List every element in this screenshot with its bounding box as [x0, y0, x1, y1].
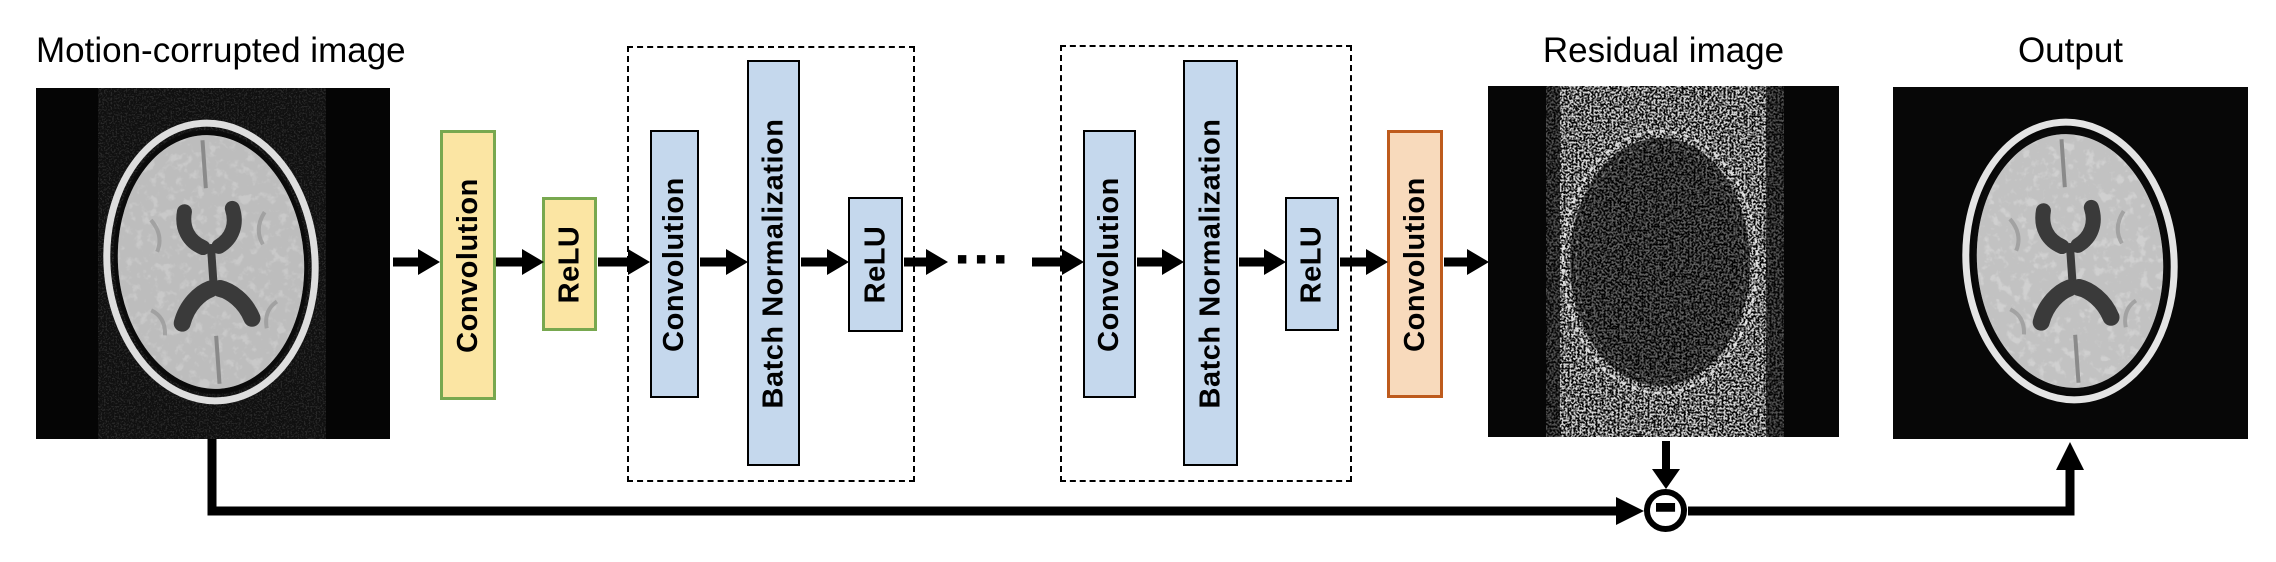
conv-block-n-label: Convolution [1093, 176, 1126, 352]
batchnorm-block-n-label: Batch Normalization [1194, 118, 1226, 408]
motion-brain-graphic [36, 88, 390, 439]
batchnorm-block-1-label: Batch Normalization [757, 118, 789, 408]
relu-block-n-label: ReLU [1295, 225, 1328, 303]
relu-block-first: ReLU [542, 197, 597, 331]
flow-arrow [393, 249, 440, 275]
minus-junction: − [1644, 469, 1687, 549]
residual-image-label: Residual image [1542, 31, 1785, 70]
flow-arrow [1444, 249, 1489, 275]
conv-block-last: Convolution [1387, 130, 1443, 398]
residual-noise-graphic [1488, 86, 1839, 437]
conv-block-first: Convolution [440, 130, 496, 400]
output-up-arrow [1688, 442, 2084, 516]
output-brain-graphic [1893, 87, 2248, 439]
minus-operator: − [1654, 464, 1677, 554]
output-image-label: Output [2017, 31, 2124, 70]
residual-image [1488, 86, 1839, 437]
relu-block-first-label: ReLU [553, 225, 586, 303]
input-image-label: Motion-corrupted image [36, 31, 406, 70]
conv-block-first-label: Convolution [451, 177, 484, 353]
batchnorm-block-1: Batch Normalization [747, 60, 800, 466]
relu-block-n: ReLU [1285, 197, 1339, 331]
output-image [1893, 87, 2248, 439]
relu-block-1-label: ReLU [859, 225, 892, 304]
skip-connection-line [207, 439, 1644, 525]
motion-corrupted-image [36, 88, 390, 439]
conv-block-1: Convolution [650, 130, 699, 398]
flow-arrow [496, 249, 544, 275]
conv-block-n: Convolution [1083, 130, 1136, 398]
conv-block-1-label: Convolution [658, 176, 691, 352]
ellipsis-dots: ▪▪▪ [956, 240, 1014, 278]
relu-block-1: ReLU [848, 197, 903, 332]
conv-block-last-label: Convolution [1398, 176, 1431, 352]
batchnorm-block-n: Batch Normalization [1183, 60, 1238, 466]
